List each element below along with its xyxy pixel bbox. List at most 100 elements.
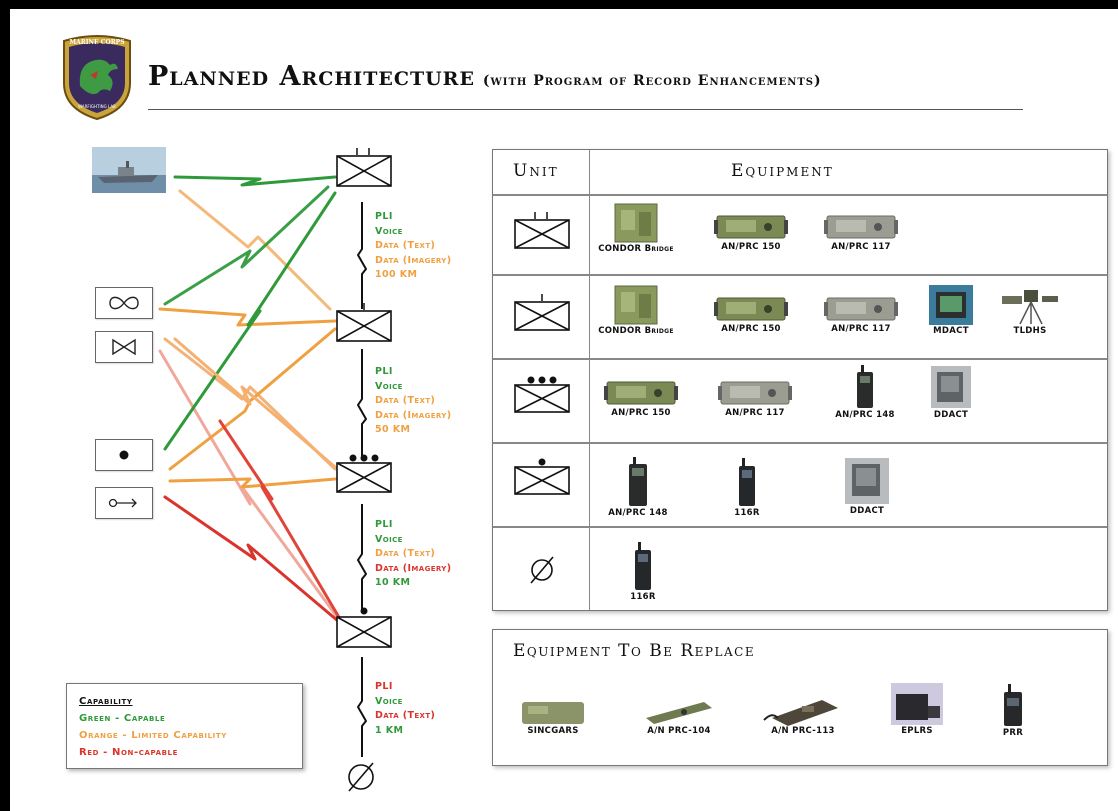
capability-range: 100 KM [375, 269, 418, 280]
company-unit-symbol [514, 294, 570, 331]
an-prc-148-image [857, 365, 873, 408]
an-prc-117-image [824, 215, 898, 239]
mdact-image [929, 285, 973, 325]
capability-range: 50 KM [375, 424, 411, 435]
infinity-symbol-box [95, 287, 153, 319]
condor-bridge-image [614, 285, 658, 325]
capability-data-imagery: Data (Imagery) [375, 562, 452, 574]
title-subtitle: (with Program of Record Enhancements) [482, 73, 822, 89]
capability-pli: PLI [375, 366, 393, 377]
capability-data-text: Data (Text) [375, 548, 436, 559]
link-battalion-company [357, 202, 367, 309]
link-infinity-company [158, 307, 337, 327]
equipment-label: CONDOR Bridge [598, 244, 674, 254]
equipment-label: AN/PRC 150 [721, 324, 781, 334]
link-company-squad [218, 419, 342, 621]
equipment-label: AN/PRC 150 [611, 408, 671, 418]
equipment-label: AN/PRC 117 [831, 242, 891, 252]
capability-voice: Voice [375, 533, 403, 545]
equipment-label: AN/PRC 148 [835, 410, 895, 420]
equipment-prr: PRR [993, 682, 1033, 738]
equipment-condor-bridge: CONDOR Bridge [597, 284, 675, 336]
row-divider [493, 274, 1107, 276]
eplrs-image [891, 683, 943, 725]
equipment-sincgars: SINCGARS [513, 698, 593, 736]
capability-voice: Voice [375, 380, 403, 392]
116r-image [739, 458, 755, 506]
marine-corps-warfighting-lab-logo: MARINE CORPS WARFIGHTING LAB [63, 35, 131, 121]
row-divider [493, 194, 1107, 196]
link-ship-battalion [173, 175, 337, 187]
equipment-an-prc-117: AN/PRC 117 [821, 210, 901, 252]
tldhs-image [1002, 290, 1058, 325]
an-prc-117-image [718, 381, 792, 405]
company-unit-symbol [336, 303, 392, 342]
dot-icon [119, 450, 129, 460]
individual-null-icon [530, 556, 554, 584]
capability-legend: Capability Green - Capable Orange - Limi… [66, 683, 303, 769]
link-capabilities-4: PLI Voice Data (Text) 1 KM [375, 680, 435, 738]
individual-null-icon [348, 762, 374, 792]
link-infinity-battalion [163, 185, 330, 306]
slide: MARINE CORPS WARFIGHTING LAB Planned Arc… [10, 9, 1118, 811]
equipment-label: DDACT [933, 410, 969, 420]
capability-data-imagery: Data (Imagery) [375, 254, 452, 266]
title-divider [148, 109, 1023, 110]
infinity-icon [109, 296, 139, 310]
link-company-platoon [173, 337, 337, 469]
ship-image [92, 147, 166, 193]
equipment-ddact: DDACT [839, 456, 895, 516]
link-capabilities-1: PLI Voice Data (Text) Data (Imagery) 100… [375, 210, 452, 283]
battalion-unit-symbol [514, 212, 570, 249]
link-dot-battalion [163, 191, 337, 451]
capability-pli: PLI [375, 681, 393, 692]
legend-orange: Orange - Limited Capability [79, 730, 227, 741]
equipment-column-header: Equipment [731, 161, 834, 181]
equipment-table: Unit Equipment [492, 149, 1108, 611]
an-prc-150-image [714, 215, 788, 239]
equipment-label: AN/PRC 117 [725, 408, 785, 418]
link-arrow-squad [163, 495, 340, 623]
link-capabilities-2: PLI Voice Data (Text) Data (Imagery) 50 … [375, 365, 452, 438]
platoon-unit-symbol [514, 376, 570, 413]
equipment-an-prc-104: A/N PRC-104 [635, 696, 723, 736]
replaced-equipment-panel: Equipment To Be Replace SINCGARS A/N PRC… [492, 629, 1108, 766]
capability-data-text: Data (Text) [375, 710, 436, 721]
bowtie-icon [112, 338, 136, 356]
legend-red: Red - Non-capable [79, 747, 178, 758]
an-prc-113-image [763, 700, 838, 726]
ddact-image [845, 458, 889, 504]
equipment-label: PRR [1002, 728, 1024, 738]
capability-range: 1 KM [375, 724, 404, 736]
links-diagram [158, 175, 367, 757]
equipment-an-prc-148: AN/PRC 148 [599, 456, 677, 518]
table-column-divider [589, 150, 590, 610]
equipment-condor-bridge: CONDOR Bridge [597, 202, 675, 254]
an-prc-117-image [824, 297, 898, 321]
equipment-label: SINCGARS [527, 726, 579, 736]
link-dot-platoon [168, 477, 337, 489]
equipment-label: MDACT [933, 326, 969, 336]
legend-title: Capability [79, 696, 133, 707]
equipment-ddact: DDACT [923, 364, 979, 420]
row-divider [493, 358, 1107, 360]
dot-symbol-box [95, 439, 153, 471]
116r-image [635, 542, 651, 590]
ddact-image [931, 366, 971, 408]
capability-data-text: Data (Text) [375, 395, 436, 406]
equipment-tldhs: TLDHS [997, 284, 1063, 336]
arrow-symbol-box [95, 487, 153, 519]
bowtie-symbol-box [95, 331, 153, 363]
link-squad-individual [357, 657, 367, 757]
capability-data-text: Data (Text) [375, 240, 436, 251]
capability-pli: PLI [375, 519, 393, 530]
squad-unit-symbol [336, 607, 392, 648]
an-prc-150-image [604, 381, 678, 405]
equipment-an-prc-113: A/N PRC-113 [759, 690, 847, 736]
unit-column-header: Unit [513, 161, 559, 181]
row-divider [493, 526, 1107, 528]
title-main: Planned Architecture [148, 61, 475, 92]
link-ship-company [178, 189, 332, 311]
capability-voice: Voice [375, 695, 403, 707]
equipment-an-prc-148: AN/PRC 148 [827, 364, 903, 420]
